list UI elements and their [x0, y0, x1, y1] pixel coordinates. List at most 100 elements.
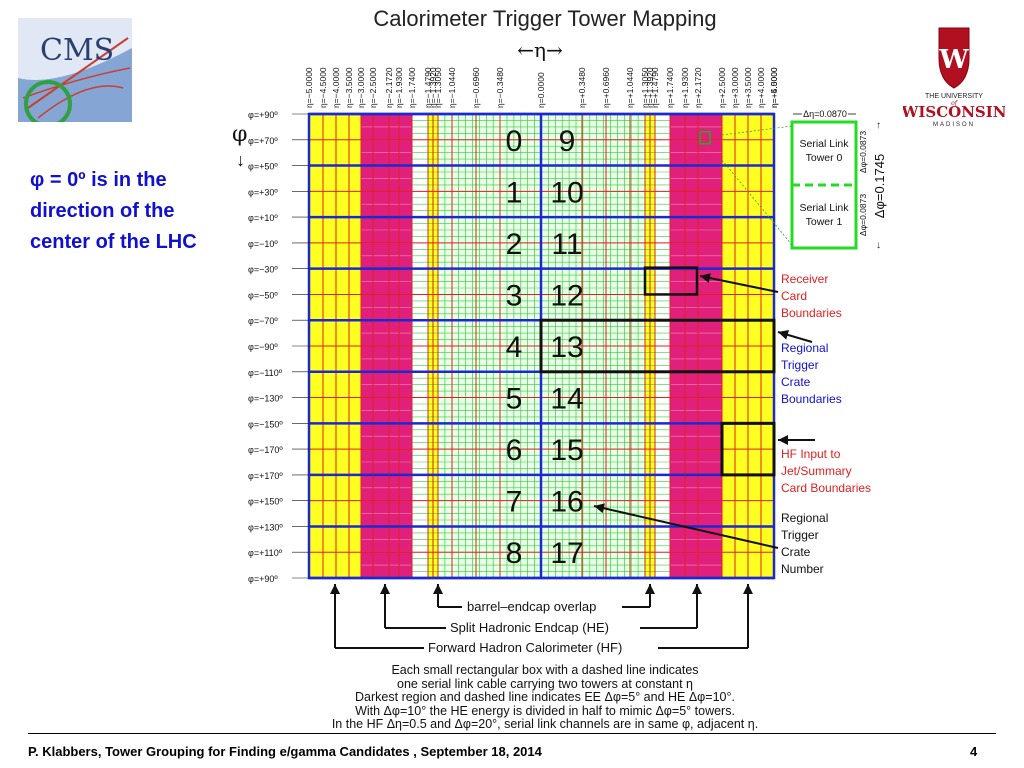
phi-tick-label: φ=−90º: [248, 342, 278, 352]
hf-input-box: [720, 421, 776, 477]
uw-logo-top-text: THE UNIVERSITY: [925, 93, 983, 100]
phi-tick-label: φ=−170º: [248, 445, 283, 455]
caption-line: one serial link cable carrying two tower…: [397, 676, 693, 691]
overlap-arrow-left-head: [433, 584, 443, 594]
crate-number-left: 4: [506, 331, 523, 364]
phi-tick-label: φ=+90º: [248, 110, 278, 120]
crate-number-left: 6: [506, 434, 523, 467]
crate-number-left: 5: [506, 383, 523, 416]
crate-number-left: 7: [506, 486, 523, 519]
axis-labels: 01234567891011121314151617φ=+90ºφ=+70ºφ=…: [248, 67, 779, 584]
eta-tick-label: η=−1.0440: [447, 67, 457, 108]
crate-number-right: 12: [550, 279, 583, 312]
slide-title: Calorimeter Trigger Tower Mapping: [373, 6, 717, 31]
crate-number-arrow-head: [594, 503, 605, 514]
caption-line: Each small rectangular box with a dashed…: [391, 663, 699, 677]
uw-logo-of-text: of: [951, 100, 959, 107]
eta-tick-label: η=+5.0000: [769, 67, 779, 108]
phi-tick-label: φ=+170º: [248, 471, 283, 481]
eta-tick-label: η=−1.3050: [433, 67, 443, 108]
delta-eta-label: Δη=0.0870: [803, 109, 847, 119]
he-arrow-left-head: [380, 584, 390, 594]
serial-link-tower0-line1: Serial Link: [799, 138, 849, 150]
hf-arrow-left-head: [330, 584, 340, 594]
delta-phi-big-label: Δφ=0.1745: [872, 154, 887, 218]
page-number: 4: [970, 744, 978, 759]
diagram-caption: Each small rectangular box with a dashed…: [290, 663, 800, 732]
svg-text:W: W: [938, 45, 969, 75]
eta-tick-label: η=−3.0000: [356, 67, 366, 108]
uw-logo-main-text: WISCONSIN: [903, 103, 1005, 121]
receiver-card-box: [643, 266, 699, 296]
serial-link-tower1-line1: Serial Link: [799, 202, 849, 214]
crate-number-right: 16: [550, 486, 583, 519]
eta-tick-label: η=+2.5000: [717, 67, 727, 108]
eta-tick-label: η=+1.0440: [625, 67, 635, 108]
hf-input-arrow-head: [778, 435, 788, 445]
crate-number-left: 0: [506, 125, 523, 158]
crate-number-right: 10: [550, 176, 583, 209]
eta-tick-label: η=−1.3920: [428, 67, 438, 108]
receiver-arrow-head: [700, 273, 711, 283]
cms-logo: CMS: [18, 18, 132, 128]
phi-tick-label: φ=+130º: [248, 522, 283, 532]
phi-tick-label: φ=−130º: [248, 394, 283, 404]
hf-arrow-right-head: [743, 584, 753, 594]
eta-tick-label: η=−4.5000: [318, 67, 328, 108]
phi-tick-label: φ=+150º: [248, 497, 283, 507]
split-he-label: Split Hadronic Endcap (HE): [450, 620, 609, 635]
caption-line: With Δφ=10° the HE energy is divided in …: [355, 703, 735, 718]
eta-tick-label: η=−2.5000: [368, 67, 378, 108]
eta-tick-label: η=−5.0000: [304, 67, 314, 108]
phi-tick-label: φ=−30º: [248, 265, 278, 275]
crate-number-right: 17: [550, 537, 583, 570]
eta-tick-label: η=+4.5000: [769, 67, 779, 108]
delta-phi-top-label: Δφ=0.0873: [858, 131, 868, 173]
svg-text:↓: ↓: [876, 240, 881, 251]
phi-tick-label: φ=−150º: [248, 419, 283, 429]
eta-tick-label: η=+1.9300: [680, 67, 690, 108]
caption-line: In the HF Δη=0.5 and Δφ=20°, serial link…: [331, 717, 759, 732]
eta-tick-label: η=+1.7400: [665, 67, 675, 108]
serial-link-tower0-line2: Tower 0: [806, 152, 843, 164]
caption-line: Darkest region and dashed line indicates…: [355, 690, 735, 705]
hf-label: Forward Hadron Calorimeter (HF): [428, 640, 623, 655]
eta-tick-label: η=−3.5000: [344, 67, 354, 108]
crate-number-right: 9: [559, 125, 576, 158]
overlap-arrow-right-head: [645, 584, 655, 594]
serial-link-marker: [699, 131, 711, 145]
crate-number-left: 3: [506, 279, 523, 312]
eta-direction-arrow: ←η→: [517, 38, 563, 62]
footer-text: P. Klabbers, Tower Grouping for Finding …: [28, 744, 542, 759]
phi-tick-label: φ=+110º: [248, 548, 283, 558]
serial-link-detail: Serial Link Tower 0 Serial Link Tower 1 …: [721, 109, 887, 251]
phi-tick-label: φ=−110º: [248, 368, 283, 378]
eta-tick-label: η=+1.3050: [640, 67, 650, 108]
crate-number-left: 2: [506, 228, 523, 261]
crate-number-right: 14: [550, 383, 583, 416]
footer-divider: [28, 733, 996, 734]
boundaries-overlay: [307, 112, 776, 580]
svg-text:↑: ↑: [876, 120, 881, 131]
eta-tick-label: η=−1.4790: [423, 67, 433, 108]
phi-tick-label: φ=+30º: [248, 187, 278, 197]
phi-tick-label: φ=+90º: [248, 574, 278, 584]
eta-tick-label: η=0.0000: [536, 72, 546, 108]
eta-tick-label: η=+0.3480: [577, 67, 587, 108]
eta-tick-label: η=+3.0000: [730, 67, 740, 108]
regional-crate-arrow-head: [778, 330, 790, 340]
cms-logo-text: CMS: [40, 33, 114, 68]
crate-number-right: 13: [550, 331, 583, 364]
crate-number-right: 15: [550, 434, 583, 467]
eta-tick-label: η=−2.1720: [384, 67, 394, 108]
delta-phi-bottom-label: Δφ=0.0873: [858, 194, 868, 236]
eta-tick-label: η=−0.6960: [471, 67, 481, 108]
phi-direction-note: φ = 0º is in the direction of the center…: [30, 169, 197, 253]
eta-tick-label: η=+2.1720: [693, 67, 703, 108]
eta-tick-label: η=−4.0000: [331, 67, 341, 108]
crate-number-left: 1: [506, 176, 523, 209]
annotation-arrows: [330, 273, 815, 649]
